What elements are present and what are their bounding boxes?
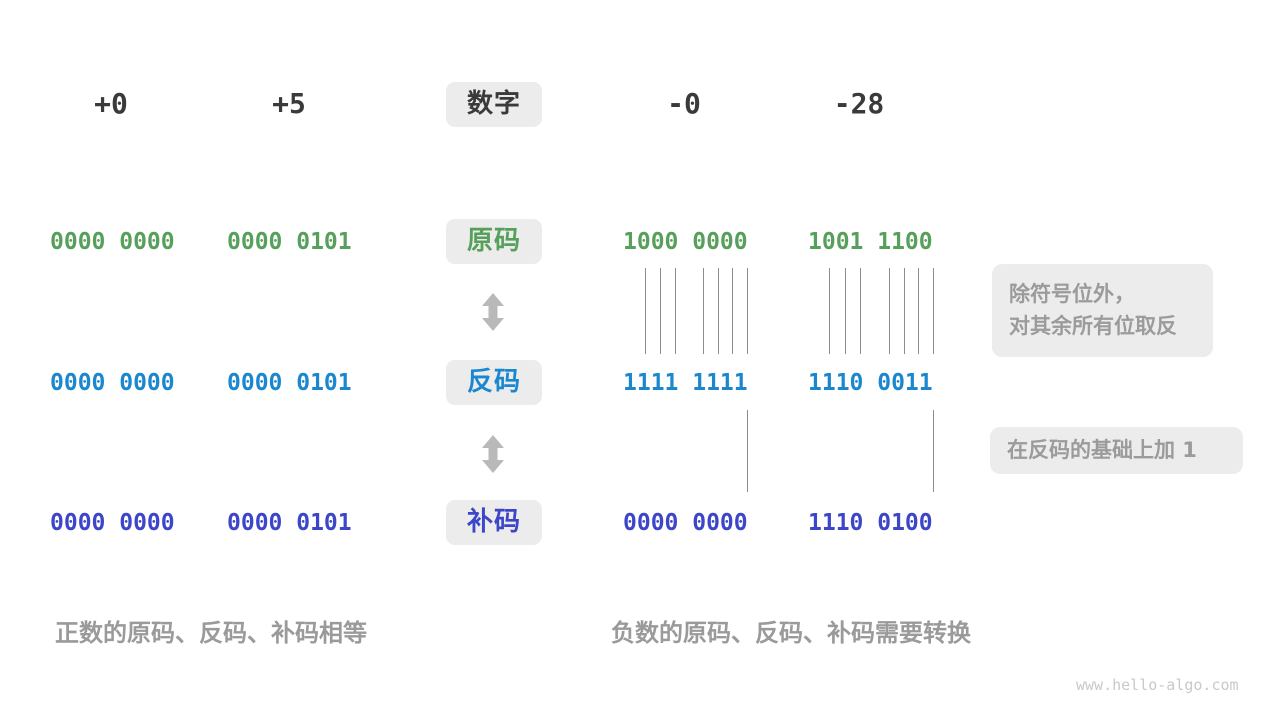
add-one-note: 在反码的基础上加 1: [990, 427, 1243, 474]
bit-mapping-line: [645, 268, 646, 354]
bit-mapping-line: [889, 268, 890, 354]
number-positive-five: +5: [272, 87, 306, 120]
binary-value: 1001 1100: [808, 229, 933, 255]
invert-bits-note-line2: 对其余所有位取反: [1009, 314, 1177, 338]
up-down-arrow-icon: [482, 293, 504, 331]
number-negative-zero: -0: [667, 87, 701, 120]
binary-value: 1110 0011: [808, 370, 933, 396]
bit-mapping-line: [718, 268, 719, 354]
bit-mapping-line: [933, 268, 934, 354]
bit-mapping-line: [845, 268, 846, 354]
negative-numbers-caption: 负数的原码、反码、补码需要转换: [611, 619, 971, 647]
binary-value: 0000 0000: [623, 510, 748, 536]
bit-mapping-line: [918, 268, 919, 354]
binary-value: 1111 1111: [623, 370, 748, 396]
header-number-label: 数字: [446, 82, 542, 127]
bit-mapping-line: [904, 268, 905, 354]
twos-complement-label: 补码: [446, 500, 542, 545]
website-watermark: www.hello-algo.com: [1076, 676, 1239, 694]
binary-value: 0000 0000: [50, 229, 175, 255]
bit-mapping-line: [732, 268, 733, 354]
binary-value: 0000 0000: [50, 370, 175, 396]
ones-complement-label: 反码: [446, 360, 542, 405]
invert-bits-note: 除符号位外， 对其余所有位取反: [992, 264, 1213, 357]
bit-mapping-line: [747, 268, 748, 354]
number-positive-zero: +0: [94, 87, 128, 120]
invert-bits-note-line1: 除符号位外，: [1009, 282, 1135, 306]
binary-value: 0000 0000: [50, 510, 175, 536]
bit-mapping-line: [860, 268, 861, 354]
positive-numbers-caption: 正数的原码、反码、补码相等: [55, 619, 367, 647]
bit-mapping-line: [675, 268, 676, 354]
number-negative-28: -28: [833, 87, 885, 120]
binary-value: 1110 0100: [808, 510, 933, 536]
bit-mapping-line: [703, 268, 704, 354]
binary-value: 1000 0000: [623, 229, 748, 255]
bit-mapping-line: [933, 410, 934, 492]
binary-value: 0000 0101: [227, 370, 352, 396]
binary-value: 0000 0101: [227, 510, 352, 536]
bit-mapping-line: [660, 268, 661, 354]
sign-magnitude-label: 原码: [446, 219, 542, 264]
bit-mapping-line: [829, 268, 830, 354]
bit-mapping-line: [747, 410, 748, 492]
binary-value: 0000 0101: [227, 229, 352, 255]
up-down-arrow-icon: [482, 435, 504, 473]
